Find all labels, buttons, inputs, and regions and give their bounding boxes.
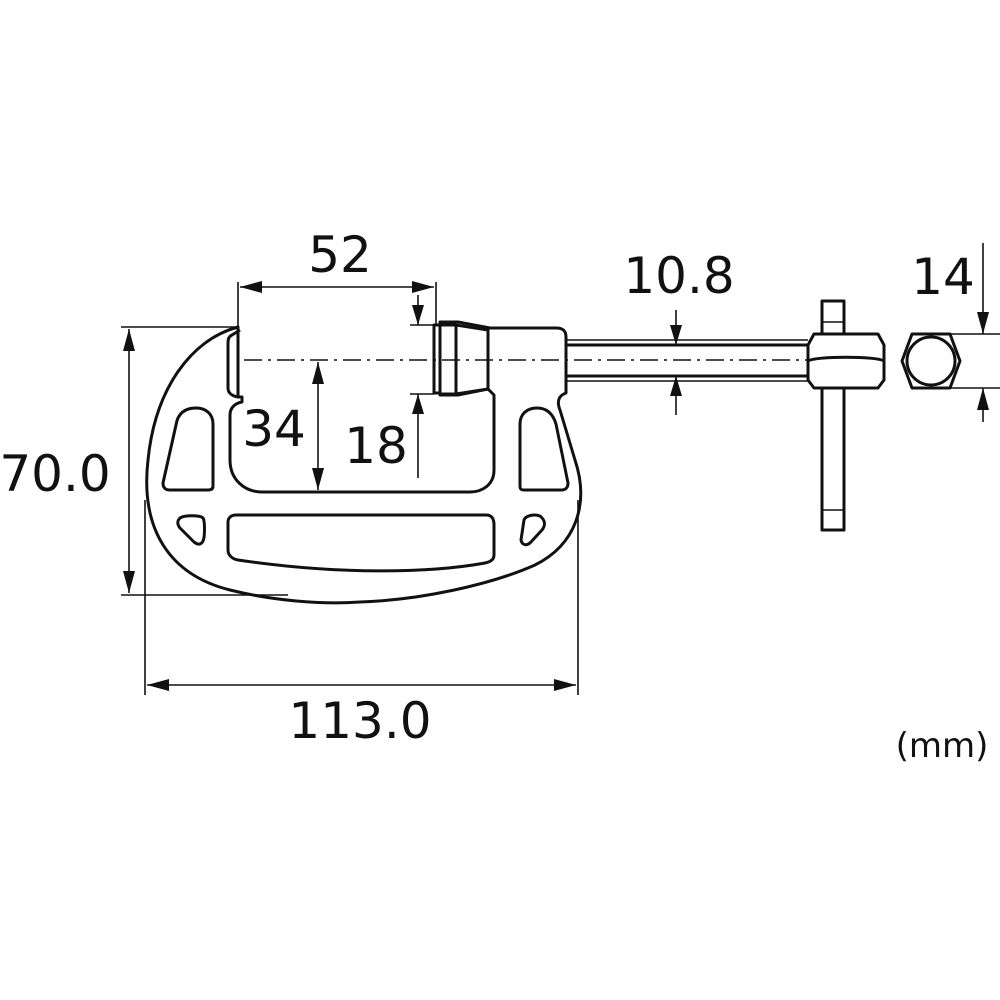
hex-end-view: [900, 332, 962, 390]
unit-label: (mm): [896, 726, 989, 766]
label-hex-across-flats: 14: [911, 248, 975, 306]
dim-throat-depth: [312, 362, 324, 490]
label-overall-width: 113.0: [288, 692, 431, 750]
label-screw-diameter: 10.8: [623, 247, 734, 305]
dim-jaw-opening: [237, 281, 437, 327]
dim-overall-height: [121, 326, 288, 596]
dim-pad-diameter: [410, 295, 434, 478]
dim-screw-diameter: [670, 310, 682, 415]
clamp-frame: [145, 320, 583, 605]
label-jaw-opening: 52: [308, 226, 372, 284]
label-pad-diameter: 18: [344, 417, 408, 475]
label-throat-depth: 34: [242, 400, 306, 458]
screw-shaft: [566, 339, 808, 382]
t-handle: [806, 299, 886, 532]
dim-overall-width: [144, 500, 579, 695]
label-overall-height: 70.0: [0, 445, 111, 503]
dim-hex-across-flats: [950, 243, 1000, 422]
